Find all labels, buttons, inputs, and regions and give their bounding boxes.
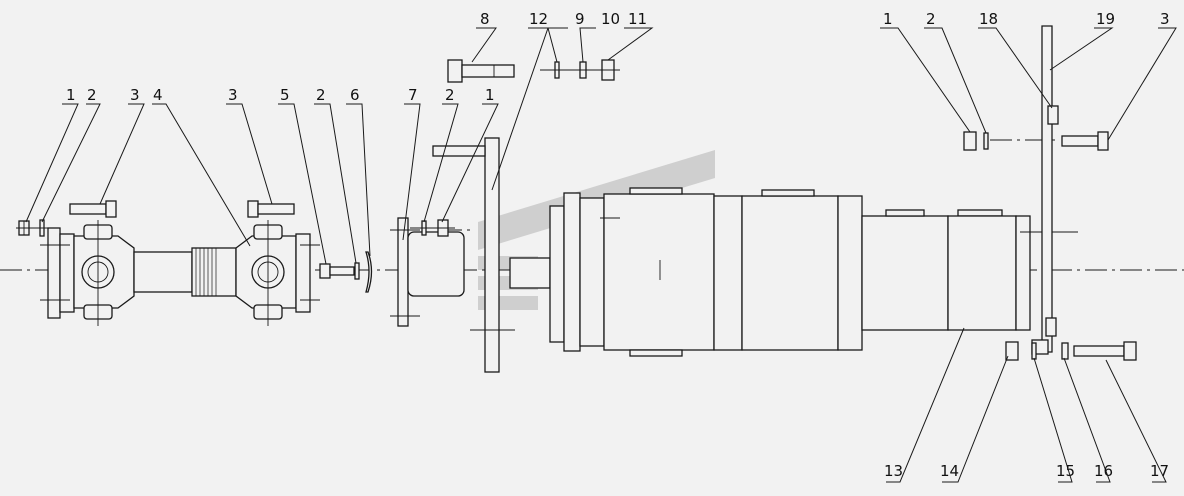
upper-washer-2 xyxy=(983,132,989,150)
bolt-8 xyxy=(447,59,515,83)
lower-washer-15 xyxy=(1031,342,1037,360)
callout-1c: 1 xyxy=(883,10,893,28)
lower-bolt-17 xyxy=(1073,341,1137,361)
callout-13: 13 xyxy=(884,462,903,480)
callout-11: 11 xyxy=(628,10,647,28)
upper-nut-1 xyxy=(963,131,977,151)
callout-5: 5 xyxy=(280,86,290,104)
callout-2c: 2 xyxy=(445,86,455,104)
callout-17: 17 xyxy=(1150,462,1169,480)
callout-labels: 1 2 3 4 3 5 2 6 7 2 1 8 12 9 10 11 1 2 1… xyxy=(66,10,1170,480)
lower-nut-14 xyxy=(1005,341,1019,361)
callout-12: 12 xyxy=(529,10,548,28)
uj-bolt-right xyxy=(247,200,295,218)
uj-bolt-left xyxy=(69,200,117,218)
adapter-flange-7 xyxy=(390,217,465,327)
callout-10: 10 xyxy=(601,10,620,28)
callout-3: 3 xyxy=(130,86,140,104)
callout-1b: 1 xyxy=(485,86,495,104)
universal-joint-shaft xyxy=(40,220,320,326)
callout-15: 15 xyxy=(1056,462,1075,480)
callout-4: 4 xyxy=(153,86,163,104)
upper-bolt-3 xyxy=(1061,131,1109,151)
callout-2d: 2 xyxy=(926,10,936,28)
callout-1: 1 xyxy=(66,86,76,104)
callout-18: 18 xyxy=(979,10,998,28)
callout-3b: 3 xyxy=(228,86,238,104)
gearbox-housing xyxy=(509,187,863,357)
callout-7: 7 xyxy=(408,86,418,104)
callout-14: 14 xyxy=(940,462,959,480)
callout-9: 9 xyxy=(575,10,585,28)
flange-bolt-5 xyxy=(319,263,355,279)
callout-2b: 2 xyxy=(316,86,326,104)
motor-13 xyxy=(861,209,1078,331)
callout-6: 6 xyxy=(350,86,360,104)
callout-8: 8 xyxy=(480,10,490,28)
left-nut-washer xyxy=(16,219,60,237)
callout-2: 2 xyxy=(87,86,97,104)
lower-lockwasher-16 xyxy=(1061,342,1069,360)
callout-19: 19 xyxy=(1096,10,1115,28)
callout-16: 16 xyxy=(1094,462,1113,480)
washer-2 xyxy=(354,262,360,280)
mounting-plate-12 xyxy=(432,137,515,373)
leader-lines xyxy=(25,27,1177,483)
bracket-19 xyxy=(1031,25,1059,355)
callout-3c: 3 xyxy=(1160,10,1170,28)
gasket-6 xyxy=(365,251,373,293)
